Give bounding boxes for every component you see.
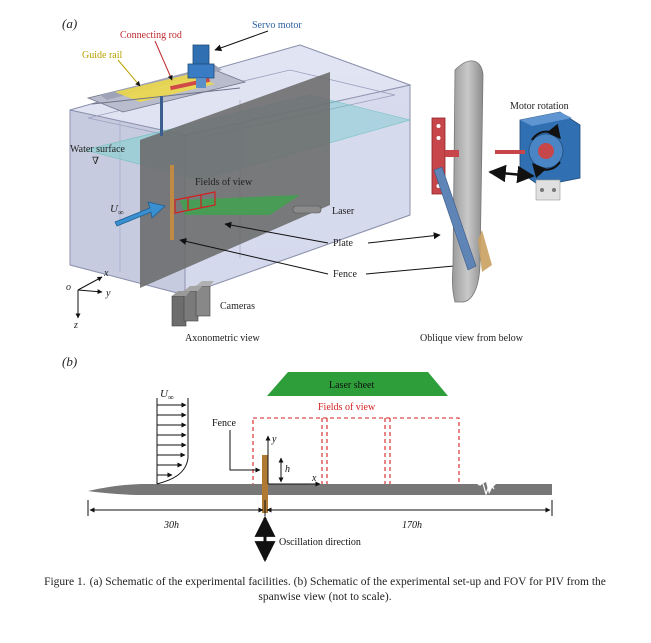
plate [140, 72, 330, 288]
laser-sheet-label: Laser sheet [329, 380, 374, 391]
fence-label: Fence [333, 269, 357, 280]
fence-leader-right [365, 262, 466, 275]
plate-leader-left [224, 221, 329, 244]
guide-rail-post [160, 96, 163, 136]
panel-a-label: (a) [62, 16, 77, 31]
oblique-motor [495, 111, 581, 201]
laser-sheet-3d [180, 195, 300, 215]
servo-motor-body [187, 44, 215, 88]
fence-2d-leader [229, 430, 261, 473]
upstream-length-label: 30h [163, 520, 179, 531]
oblique-blue-rod [433, 166, 477, 271]
axis-o-label: o [66, 282, 71, 293]
connecting-rod-leader [154, 40, 173, 81]
fence-y-label: y [271, 434, 277, 445]
axonometric-view-caption: Axonometric view [185, 333, 260, 344]
fence-leader-left [179, 237, 329, 275]
figure-caption: Figure 1.(a) Schematic of the experiment… [30, 575, 620, 605]
water-surface-symbol: ∇ [92, 156, 99, 167]
laser-sheet-2d [267, 372, 448, 396]
laser-device [292, 205, 322, 214]
motor-rotation-label: Motor rotation [510, 101, 569, 112]
u-inf-label-2d: U∞ [160, 388, 174, 402]
fields-of-view-2d [252, 417, 460, 489]
oscillation-direction-label: Oscillation direction [279, 537, 361, 548]
servo-motor-label: Servo motor [252, 20, 302, 31]
downstream-length-label: 170h [402, 520, 422, 531]
oblique-oscillation-arrow [488, 164, 535, 184]
cameras-group [171, 281, 214, 327]
axis-y-label: y [105, 288, 111, 299]
motor-rotation-arc-lower [532, 161, 561, 179]
connecting-rod-label: Connecting rod [120, 30, 182, 41]
laser-label: Laser [332, 206, 355, 217]
fence-2d [262, 455, 268, 513]
plate-label: Plate [333, 238, 354, 249]
guide-rail-leader [117, 59, 141, 87]
fields-of-view-2d-label: Fields of view [318, 402, 376, 413]
fence-3d [170, 165, 174, 240]
velocity-profile [156, 398, 189, 485]
fence-2d-label: Fence [212, 418, 236, 429]
axes-triad [75, 276, 103, 319]
oblique-fence [478, 230, 492, 272]
plate-2d [88, 482, 552, 495]
caption-text: (a) Schematic of the experimental facili… [89, 576, 606, 603]
axis-x-label: x [103, 268, 109, 279]
guide-rail-label: Guide rail [82, 50, 122, 61]
u-inf-label-3d: U∞ [110, 203, 124, 217]
motor-rotation-arc [531, 123, 561, 141]
oblique-view-caption: Oblique view from below [420, 333, 524, 344]
panel-b-label: (b) [62, 354, 77, 369]
h-label: h [285, 464, 290, 475]
fields-of-view-label: Fields of view [195, 177, 253, 188]
cameras-label: Cameras [220, 301, 255, 312]
freestream-arrow-3d [114, 201, 166, 227]
plate-leader-right [367, 232, 441, 244]
caption-lead: Figure 1. [44, 576, 86, 588]
water-surface-label: Water surface [70, 144, 126, 155]
servo-motor-leader [214, 30, 269, 52]
axis-z-label: z [73, 320, 78, 331]
plate-break-mark [477, 478, 495, 496]
fence-x-label: x [311, 473, 317, 484]
fields-of-view-3d [174, 191, 216, 214]
